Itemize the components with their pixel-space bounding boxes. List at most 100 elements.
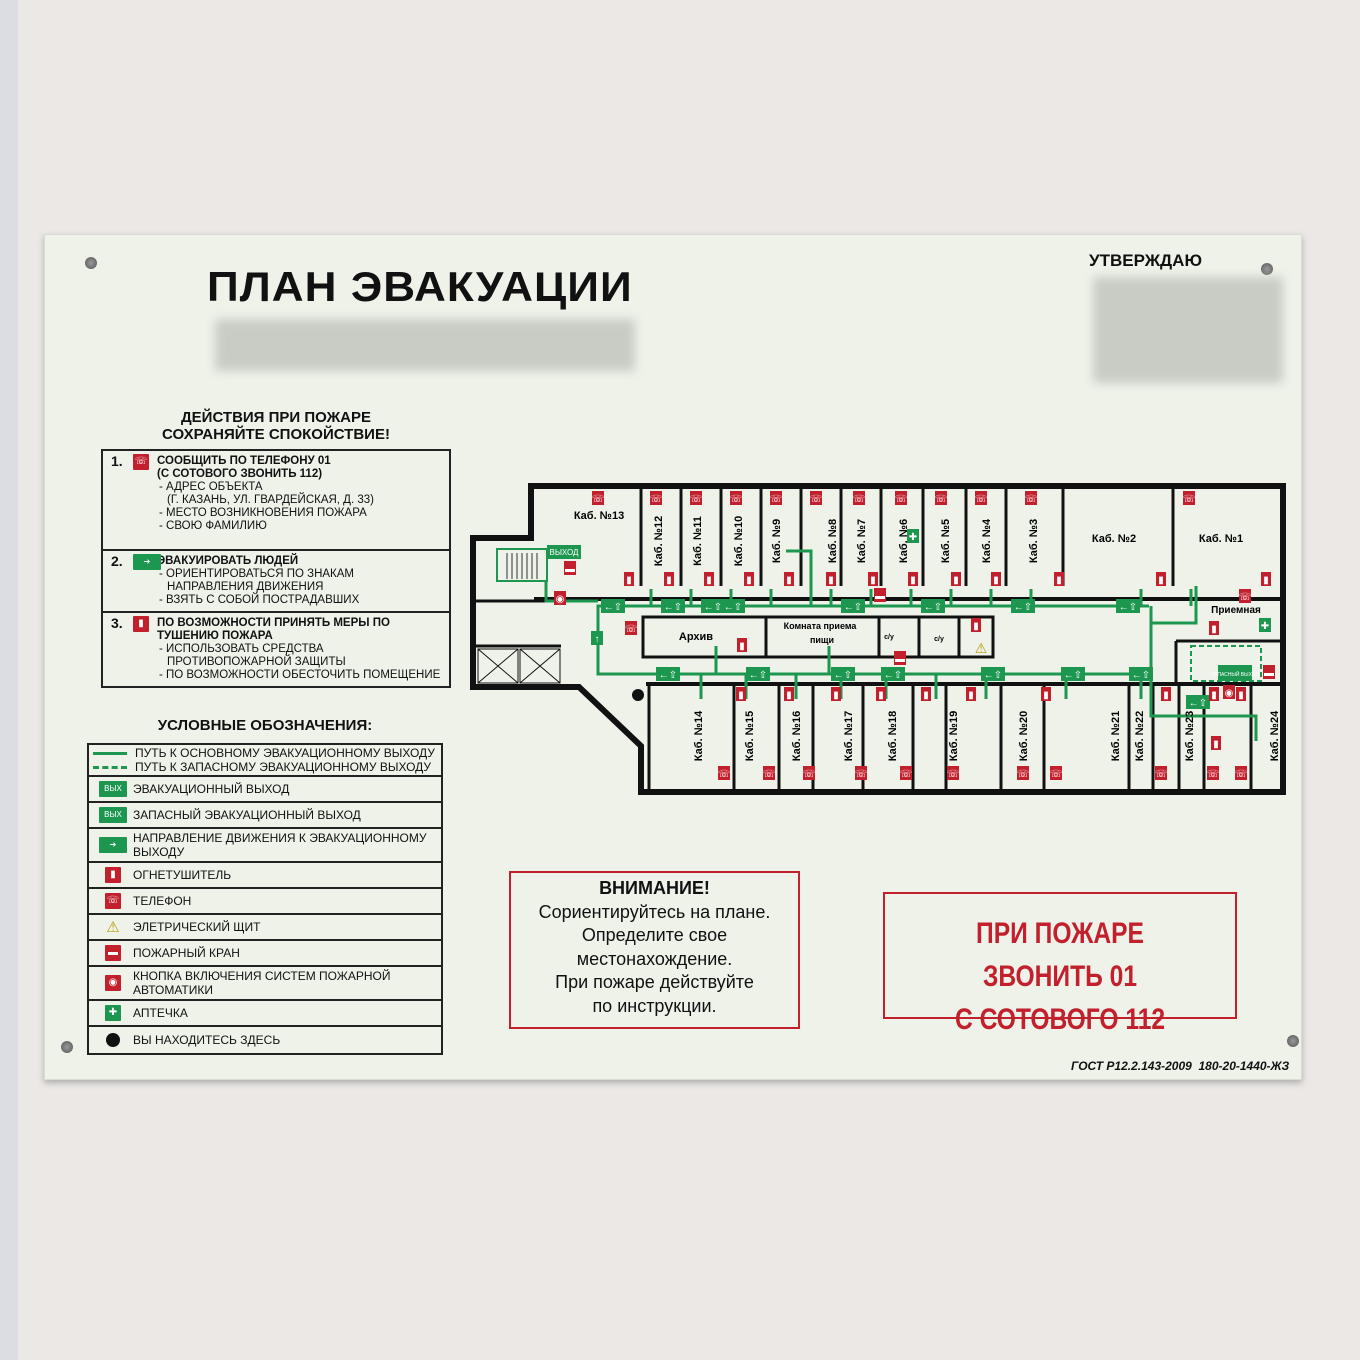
svg-text:▮: ▮ <box>1158 575 1164 586</box>
legend-item: ☏ТЕЛЕФОН <box>89 889 441 915</box>
svg-text:←⇧: ←⇧ <box>749 670 767 681</box>
evacuation-path <box>544 581 598 603</box>
legend-label: КНОПКА ВКЛЮЧЕНИЯ СИСТЕМ ПОЖАРНОЙ АВТОМАТ… <box>133 969 391 997</box>
blurred-approval-block <box>1093 277 1283 383</box>
svg-text:☏: ☏ <box>718 769 731 780</box>
room-label: Каб. №19 <box>948 711 960 761</box>
legend-label: ЗАПАСНЫЙ ЭВАКУАЦИОННЫЙ ВЫХОД <box>133 808 361 822</box>
phone-icon: ☏ <box>1183 491 1195 505</box>
phone-icon: ☏ <box>1155 766 1168 780</box>
svg-text:←⇧: ←⇧ <box>1132 670 1150 681</box>
exit-direction-sign: ←⇧ <box>831 667 855 681</box>
step-line: - ВЗЯТЬ С СОБОЙ ПОСТРАДАВШИХ <box>159 594 360 606</box>
exit-direction-icon: ➔ <box>99 837 127 853</box>
extinguisher-icon: ▮ <box>991 572 1001 586</box>
svg-text:☏: ☏ <box>650 494 663 505</box>
room-label: Каб. №21 <box>1110 711 1122 761</box>
legend-label: АПТЕЧКА <box>133 1006 188 1020</box>
first-aid-icon: ✚ <box>1259 618 1271 632</box>
legend-label: ПОЖАРНЫЙ КРАН <box>133 946 240 960</box>
extinguisher-icon: ▮ <box>105 867 121 883</box>
svg-text:☏: ☏ <box>1155 769 1168 780</box>
svg-text:✚: ✚ <box>1261 621 1269 632</box>
svg-text:▮: ▮ <box>1211 624 1217 635</box>
first-aid-icon: ✚ <box>907 529 919 543</box>
svg-text:▬: ▬ <box>565 564 575 575</box>
exit-direction-icon: ➔ <box>133 554 161 570</box>
svg-text:☏: ☏ <box>763 769 776 780</box>
fire-alarm-button-icon: ◉ <box>1223 685 1235 699</box>
actions-heading-line1: ДЕЙСТВИЯ ПРИ ПОЖАРЕ <box>180 409 372 426</box>
svg-text:▮: ▮ <box>1213 739 1219 750</box>
actions-heading-line2: СОХРАНЯЙТЕ СПОКОЙСТВИЕ! <box>162 426 390 443</box>
svg-text:▮: ▮ <box>923 690 929 701</box>
extinguisher-icon: ▮ <box>744 572 754 586</box>
svg-text:☏: ☏ <box>1239 592 1252 603</box>
evacuation-path <box>786 549 813 606</box>
svg-text:◉: ◉ <box>556 594 565 605</box>
legend-label: ЭВАКУАЦИОННЫЙ ВЫХОД <box>133 782 290 796</box>
extinguisher-icon: ▮ <box>826 572 836 586</box>
extinguisher-icon: ▮ <box>1211 736 1221 750</box>
step-title: (С СОТОВОГО ЗВОНИТЬ 112) <box>157 468 323 480</box>
room-label: Каб. №7 <box>856 519 868 563</box>
phone-icon: ☏ <box>690 491 702 505</box>
legend-label: ТЕЛЕФОН <box>133 894 192 908</box>
extinguisher-icon: ▮ <box>624 572 634 586</box>
phone-icon: ☏ <box>625 621 637 635</box>
room-label: Каб. №11 <box>692 516 704 566</box>
step-number: 2. <box>111 553 123 569</box>
svg-text:☏: ☏ <box>730 494 743 505</box>
extinguisher-icon: ▮ <box>1041 687 1051 701</box>
svg-text:▮: ▮ <box>870 575 876 586</box>
svg-text:←⇧: ←⇧ <box>704 602 722 613</box>
room-label: Каб. №23 <box>1184 711 1196 761</box>
phone-icon: ☏ <box>1017 766 1029 780</box>
phone-icon: ☏ <box>895 491 907 505</box>
room-label: Каб. №24 <box>1269 710 1281 761</box>
phone-icon: ☏ <box>1235 766 1247 780</box>
room-label: Приемная <box>1211 605 1261 616</box>
svg-text:←⇧: ←⇧ <box>1119 602 1137 613</box>
extinguisher-icon: ▮ <box>971 618 981 632</box>
elevator <box>477 648 561 684</box>
phone-icon: ☏ <box>763 766 776 780</box>
spare-exit-icon: ВЫХ <box>99 807 127 823</box>
svg-text:▮: ▮ <box>878 690 884 701</box>
action-step: 2.➔ЭВАКУИРОВАТЬ ЛЮДЕЙ- ОРИЕНТИРОВАТЬСЯ П… <box>103 551 449 613</box>
dining-room-label: Комната приема <box>784 621 858 631</box>
svg-text:▮: ▮ <box>953 575 959 586</box>
extinguisher-icon: ▮ <box>784 687 794 701</box>
phone-icon: ☏ <box>947 766 959 780</box>
svg-text:☏: ☏ <box>810 494 823 505</box>
svg-text:←⇧: ←⇧ <box>1189 698 1207 709</box>
svg-text:✚: ✚ <box>909 532 917 543</box>
spare-exit-sign: ЗАПАСНЫЙ ВЫХОД <box>1211 665 1260 681</box>
svg-text:←⇧: ←⇧ <box>604 602 622 613</box>
exit-direction-sign: ←⇧ <box>721 599 745 613</box>
svg-text:☏: ☏ <box>935 494 948 505</box>
exit-direction-sign: ←⇧ <box>921 599 945 613</box>
svg-text:▮: ▮ <box>833 690 839 701</box>
archive-label: Архив <box>679 631 713 643</box>
legend-label: ЭЛЕТРИЧЕСКИЙ ЩИТ <box>133 920 261 934</box>
legend-label: ПУТЬ К ОСНОВНОМУ ЭВАКУАЦИОННОМУ ВЫХОДУ <box>135 746 435 760</box>
spare-path-line <box>93 765 127 769</box>
room-label: Каб. №10 <box>733 516 745 566</box>
extinguisher-icon: ▮ <box>921 687 931 701</box>
extinguisher-icon: ▮ <box>736 687 746 701</box>
svg-text:←⇧: ←⇧ <box>924 602 942 613</box>
svg-text:←⇧: ←⇧ <box>844 602 862 613</box>
room-label: Каб. №1 <box>1199 533 1243 545</box>
page-title: ПЛАН ЭВАКУАЦИИ <box>207 263 633 310</box>
legend-heading: УСЛОВНЫЕ ОБОЗНАЧЕНИЯ: <box>157 717 373 734</box>
phone-icon: ☏ <box>1050 766 1062 780</box>
svg-text:▮: ▮ <box>993 575 999 586</box>
extinguisher-icon: ▮ <box>966 687 976 701</box>
room-label: Каб. №20 <box>1018 711 1030 761</box>
svg-text:▮: ▮ <box>706 575 712 586</box>
svg-text:☏: ☏ <box>770 494 783 505</box>
legend-item: ▬ПОЖАРНЫЙ КРАН <box>89 941 441 967</box>
exit-direction-sign: ←⇧ <box>601 599 625 613</box>
